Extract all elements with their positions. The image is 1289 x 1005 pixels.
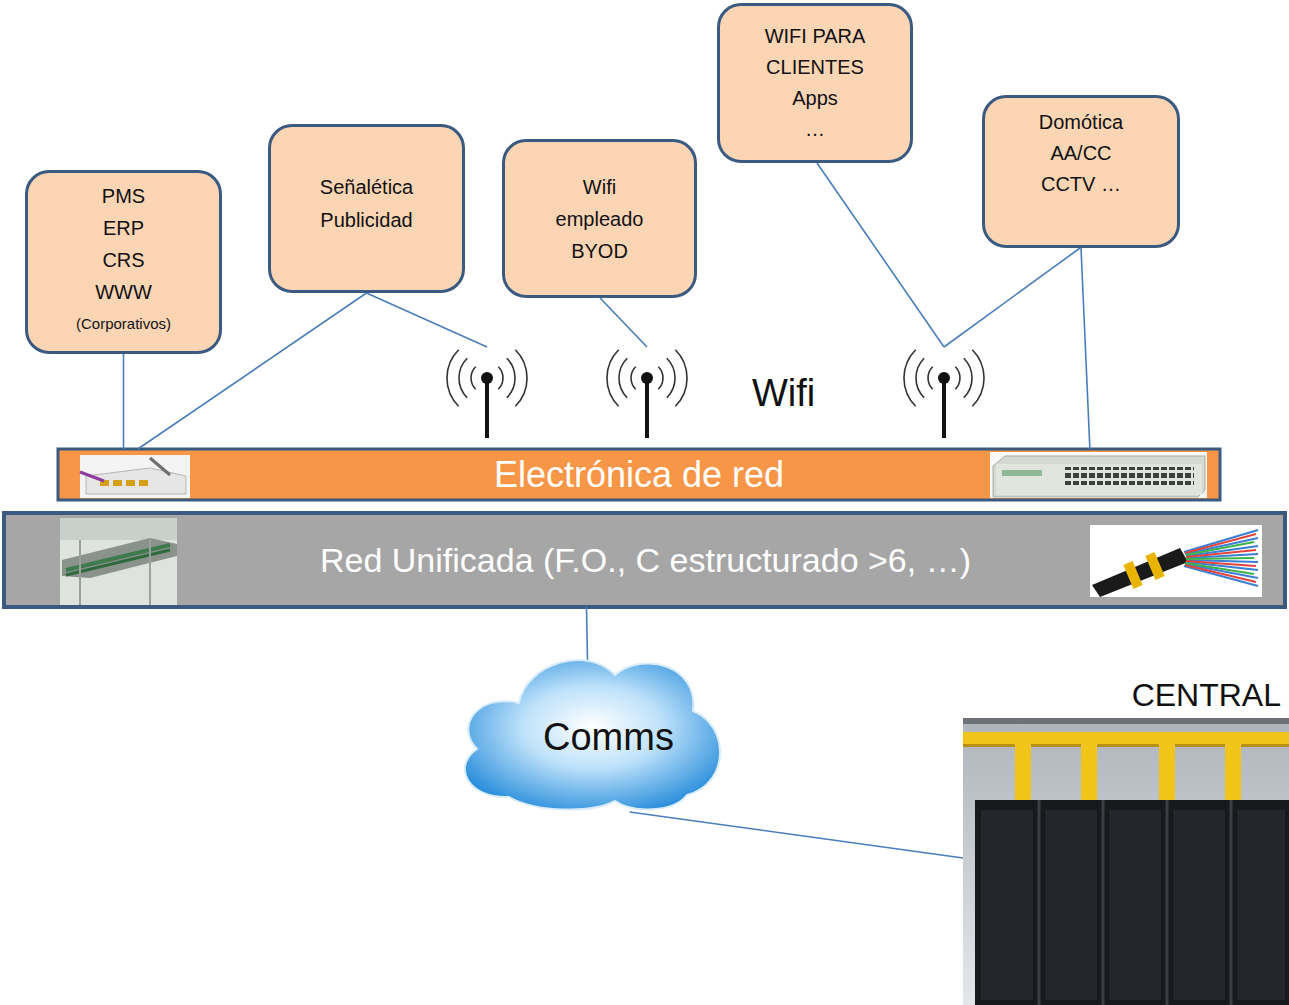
antenna-leader	[817, 163, 944, 347]
node-text: Red Unificada (F.O., C estructurado >6, …	[320, 539, 971, 581]
datacenter-node: CENTRAL	[963, 675, 1289, 1005]
node-subtext: (Corporativos)	[76, 308, 171, 340]
antenna-leader	[600, 298, 647, 347]
node-text: Comms	[543, 714, 674, 760]
node-text: Señalética Publicidad	[320, 171, 413, 237]
node-text: Domótica AA/CC CCTV …	[1039, 107, 1123, 200]
system-box: Wifi empleado BYOD	[502, 139, 697, 298]
antenna-symbol	[607, 350, 687, 438]
antenna-symbol	[447, 350, 527, 438]
cabling-band: Red Unificada (F.O., C estructurado >6, …	[4, 513, 1287, 607]
connector-line	[123, 354, 125, 449]
antenna-leader	[367, 293, 488, 347]
node-text: Electrónica de red	[494, 453, 784, 497]
connector-line	[630, 812, 963, 858]
system-box: Señalética Publicidad	[268, 124, 465, 293]
wifi-label: Wifi	[752, 370, 815, 416]
system-box: PMS ERP CRS WWW(Corporativos)	[25, 170, 222, 354]
router-picture	[80, 455, 190, 498]
switch-picture	[990, 452, 1207, 498]
cabling-band-fill	[4, 513, 1285, 607]
network-band: Electrónica de red	[58, 449, 1220, 500]
system-box: Domótica AA/CC CCTV …	[982, 95, 1180, 248]
antenna-leader	[944, 248, 1080, 347]
network-band-fill	[58, 449, 1220, 500]
connector-line	[587, 607, 588, 661]
fibre-cable-picture	[1090, 525, 1262, 597]
cable-tray-picture	[60, 518, 177, 605]
node-subtext: Apps …	[792, 83, 838, 145]
system-box: WIFI PARA CLIENTESApps …	[717, 3, 913, 163]
datacenter-photo	[963, 718, 1289, 1005]
connector-line	[1081, 248, 1090, 449]
node-text: Wifi empleado BYOD	[556, 171, 644, 267]
node-text: WIFI PARA CLIENTES	[753, 21, 878, 83]
node-text: CENTRAL	[963, 675, 1289, 715]
comms-cloud: Comms	[447, 645, 728, 812]
node-text: PMS ERP CRS WWW	[95, 180, 152, 308]
antenna-symbol	[904, 350, 984, 438]
